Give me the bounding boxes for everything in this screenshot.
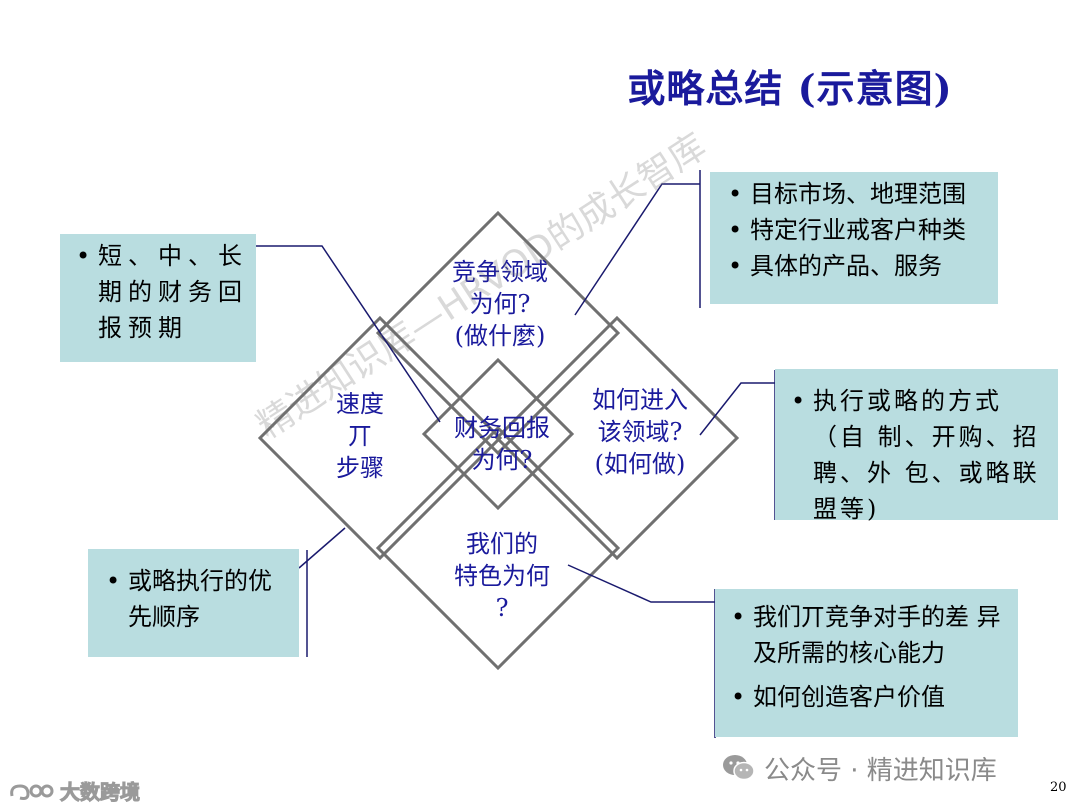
- bullet-item: 我们丌竞争对手的差 异及所需的核心能力: [727, 599, 1012, 671]
- label-line: 特色为何: [454, 562, 550, 590]
- label-line: 如何进入: [592, 386, 688, 414]
- diamond-center: [421, 357, 575, 511]
- box-execution-priority: 或略执行的优 先顺序: [88, 549, 299, 657]
- box-entry-method: 执行或略的方式（自 制、开购、招聘、外 包、或略联盟等): [775, 369, 1058, 523]
- bullet-item: 短、中、长 期的财务回 报预期: [72, 238, 250, 346]
- connector-right: [699, 382, 775, 436]
- label-line: 该领域?: [597, 418, 683, 446]
- diamond-label-bottom: 我们的 特色为何 ?: [432, 528, 572, 624]
- wechat-icon: [723, 755, 755, 781]
- box-competitive-arena: 目标市场、地理范围 特定行业戒客户种类 具体的产品、服务: [710, 172, 998, 304]
- label-line: 丌: [348, 422, 372, 450]
- label-line: 为何?: [469, 290, 531, 318]
- label-line: 步骤: [336, 454, 384, 482]
- bullet-item: 目标市场、地理范围: [724, 176, 994, 212]
- diamond-label-left: 速度 丌 步骤: [300, 388, 420, 484]
- logo-icon: [10, 783, 54, 800]
- bullet-item: 具体的产品、服务: [724, 248, 994, 284]
- connector-bottom-right: [567, 564, 715, 603]
- diamond-bottom: [375, 425, 621, 671]
- bullet-item: 或略执行的优 先顺序: [102, 563, 293, 635]
- bullet-item: 如何创造客户价值: [727, 679, 1012, 715]
- label-line: ?: [495, 594, 509, 622]
- label-line: 财务回报: [454, 414, 550, 442]
- wechat-footer: 公众号 · 精进知识库: [722, 750, 997, 786]
- label-line: (如何做): [594, 450, 686, 478]
- wechat-account-name: 公众号 · 精进知识库: [764, 755, 997, 786]
- connector-top-left: [256, 245, 441, 423]
- box-financial-return: 短、中、长 期的财务回 报预期: [60, 234, 256, 362]
- diamond-label-center: 财务回报 为何?: [432, 412, 572, 476]
- logo-text: 大数跨境: [60, 780, 141, 805]
- diamond-label-right: 如何进入 该领域? (如何做): [570, 384, 710, 480]
- label-line: 速度: [336, 390, 384, 418]
- label-line: (做什麼): [454, 322, 546, 350]
- label-line: 为何?: [471, 446, 533, 474]
- page-number: 20: [1050, 780, 1067, 795]
- label-line: 竞争领域: [452, 258, 548, 286]
- label-line: 我们的: [466, 530, 538, 558]
- diamond-top: [375, 210, 621, 456]
- slide-title: 或略总结 (示意图): [627, 66, 953, 111]
- diamond-label-top: 竞争领域 为何? (做什麼): [430, 256, 570, 352]
- brand-logo: 大数跨境: [8, 776, 141, 805]
- box-differentiation: 我们丌竞争对手的差 异及所需的核心能力 如何创造客户价值: [715, 589, 1018, 737]
- connector-bottom-left: [298, 527, 346, 569]
- connector-top-right: [574, 183, 700, 316]
- bullet-item: 执行或略的方式（自 制、开购、招聘、外 包、或略联盟等): [787, 383, 1052, 527]
- bullet-item: 特定行业戒客户种类: [724, 212, 994, 248]
